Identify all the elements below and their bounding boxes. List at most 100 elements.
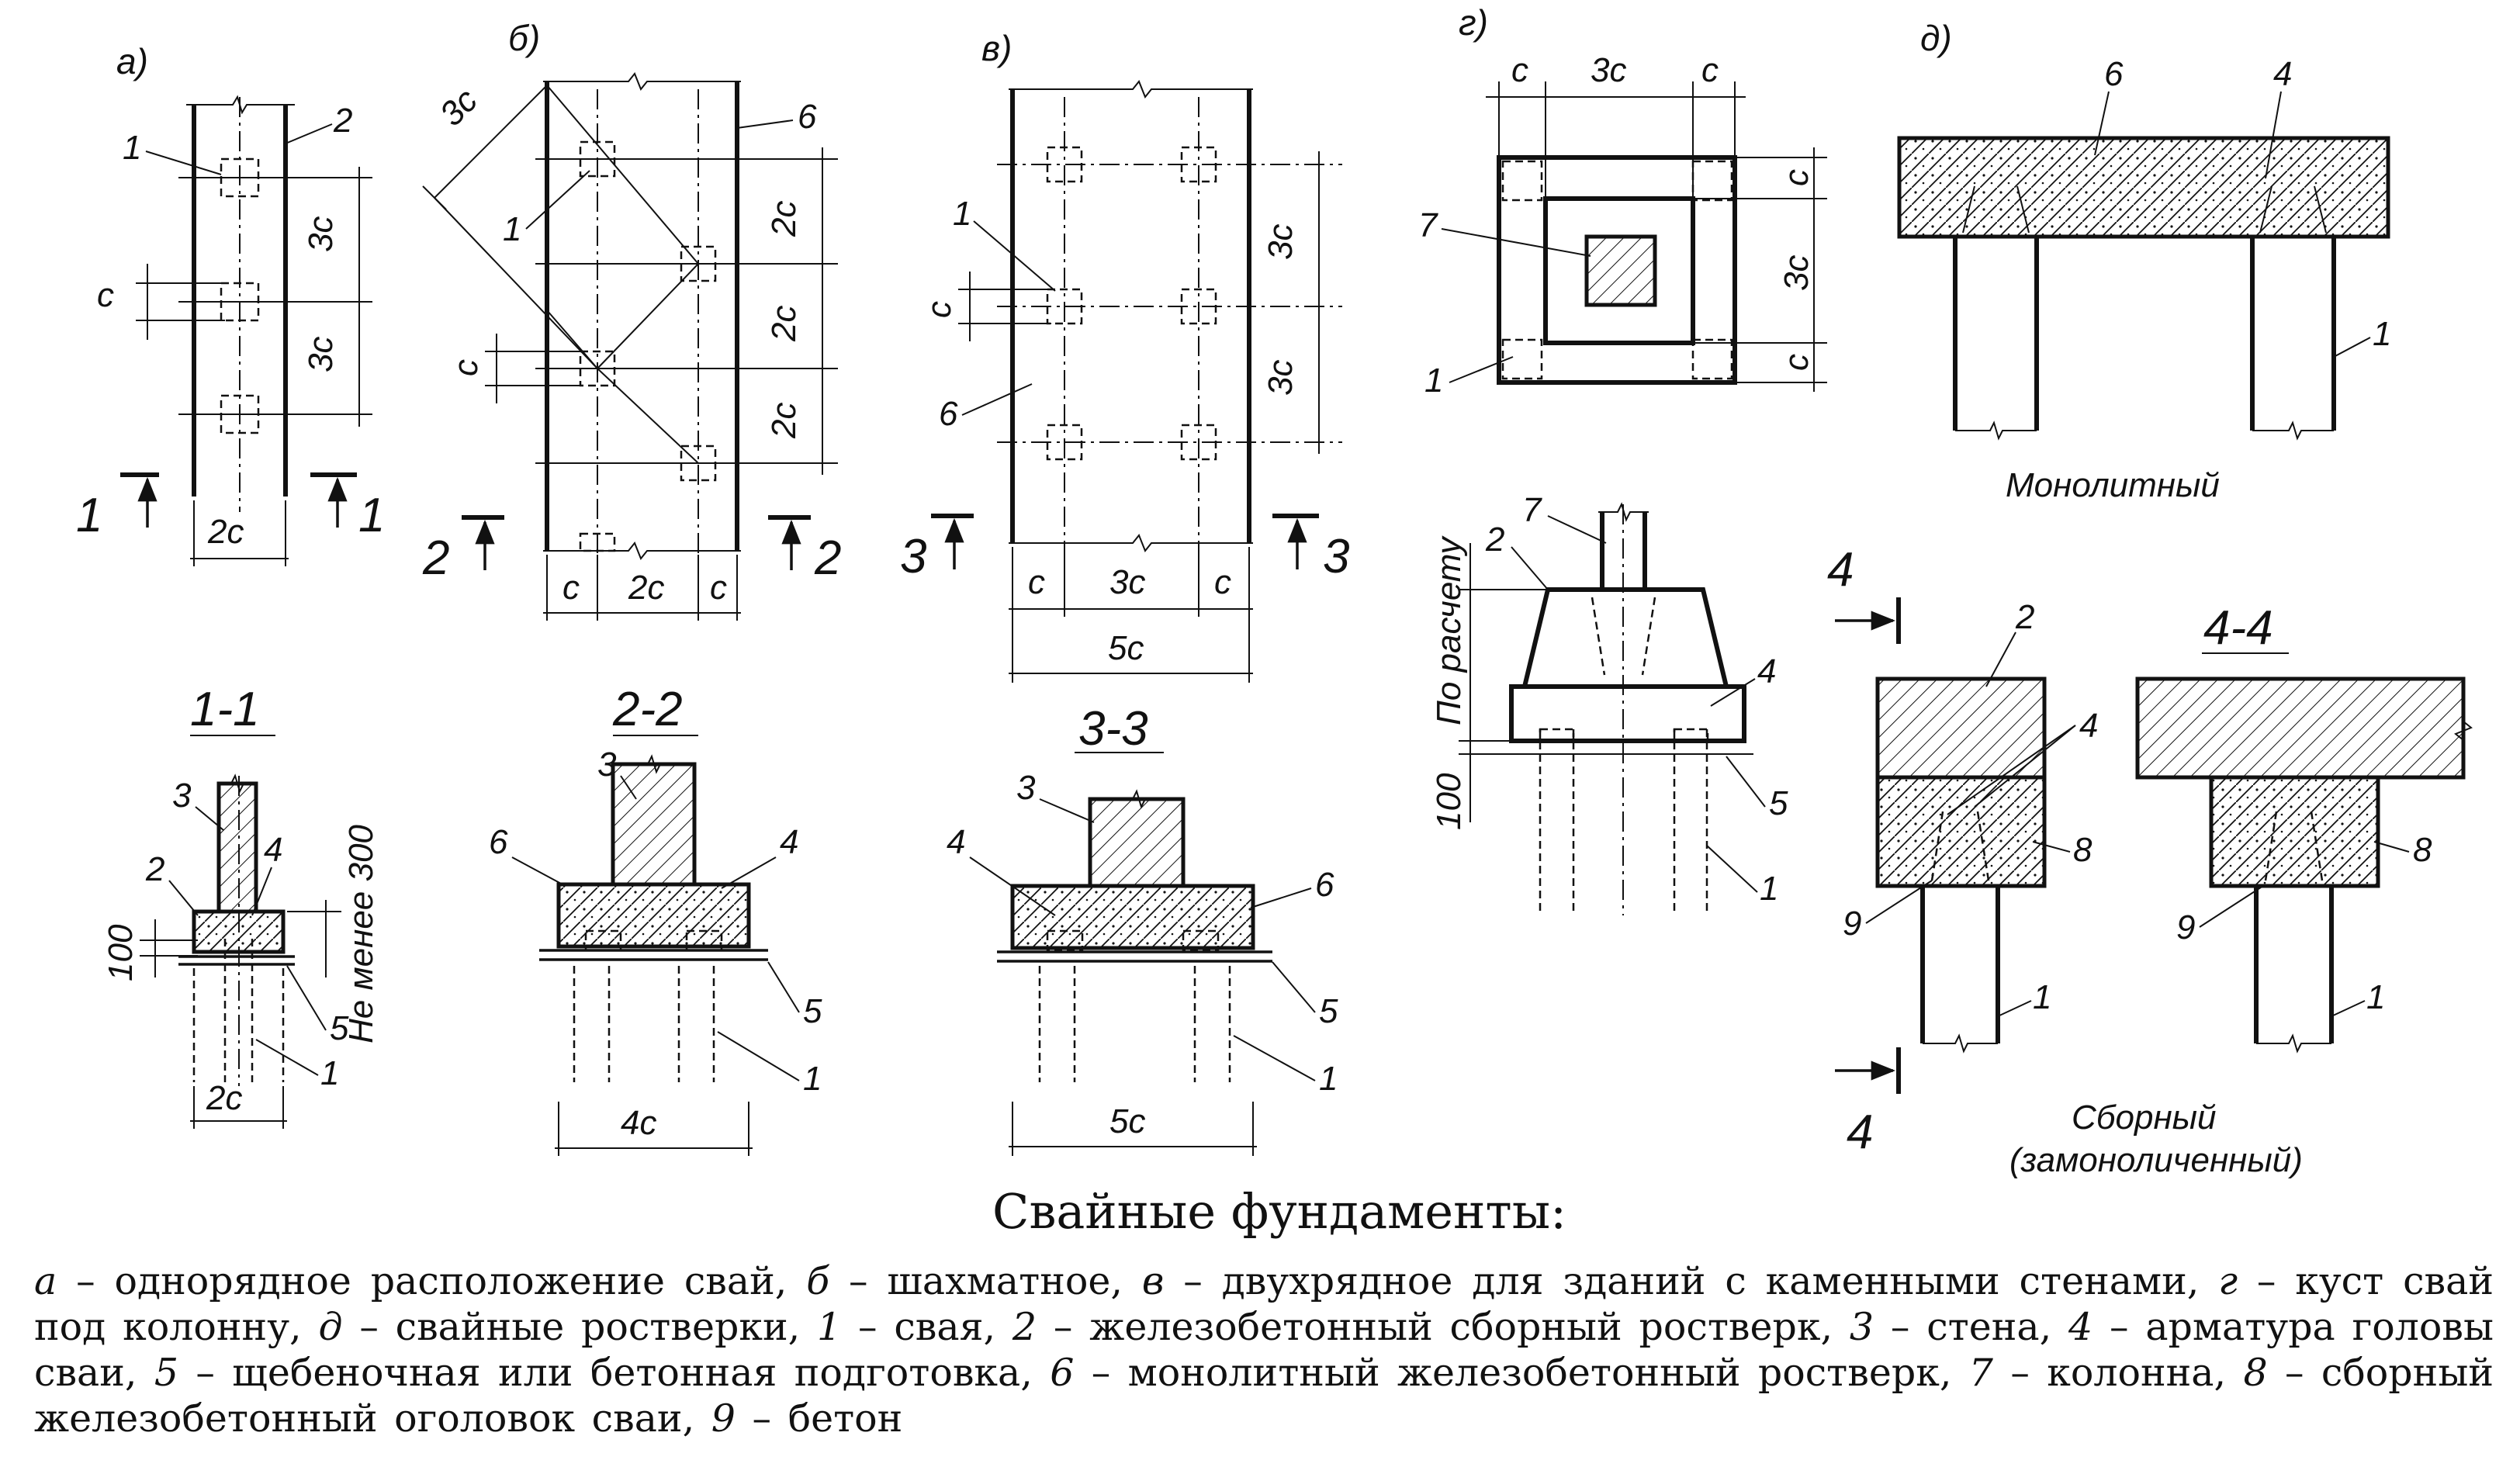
legend-description: – монолитный железобетонный ростверк, <box>1074 1351 1969 1395</box>
legend-description: – бетон <box>735 1396 903 1441</box>
dim-g-100: 100 <box>1430 773 1468 830</box>
dim-b-c-side: c <box>447 359 485 376</box>
mark-d-1: 1 <box>2373 315 2391 353</box>
dim-a-c: c <box>97 276 114 314</box>
mark-22-6: 6 <box>489 823 508 861</box>
legend-description: – однорядное расположение свай, <box>57 1259 807 1303</box>
mark-g-1: 1 <box>1424 362 1443 400</box>
dim-33-5c: 5c <box>1109 1102 1145 1140</box>
dim-v-3c-1: 3c <box>1262 224 1300 260</box>
mark-v-1: 1 <box>953 195 971 233</box>
mark-v-6: 6 <box>939 395 958 433</box>
legend-description: – колонна, <box>1992 1351 2244 1395</box>
section-label-4-4: 4-4 <box>2203 601 2273 655</box>
dim-11-2c: 2c <box>206 1079 242 1117</box>
mark-d-4: 4 <box>2273 55 2292 93</box>
cut-v-3-left: 3 <box>900 530 926 583</box>
legend-key: 5 <box>154 1351 179 1395</box>
section-2-2: 2-2 3 6 4 5 1 4c <box>489 683 822 1156</box>
mark-33-6: 6 <box>1315 866 1334 904</box>
legend-description: – шахматное, <box>829 1259 1142 1303</box>
mark-44-9: 9 <box>2176 908 2195 946</box>
mark-44-1: 1 <box>2366 978 2385 1016</box>
legend-description: – щебеночная или бетонная подготовка, <box>178 1351 1051 1395</box>
dim-b-2c-3: 2c <box>765 403 803 439</box>
legend-key: б <box>806 1259 830 1303</box>
mark-22-1: 1 <box>803 1060 822 1098</box>
dim-g-by-calc: По расчету <box>1430 535 1468 725</box>
dim-v-3c: 3c <box>1109 563 1145 601</box>
legend-description: – сборный железобетонный оголовок сваи, <box>34 1351 2494 1441</box>
mark-dp-4: 4 <box>2079 707 2098 745</box>
mark-a-1: 1 <box>123 129 141 167</box>
pile-foundation-drawing: а) 3c 3c c 1 2 1 1 2c б) <box>76 2 2473 1179</box>
diagram-g-pile-cluster: г) c 3c c c 3c c 7 1 <box>1418 2 1827 400</box>
section-3-3: 3-3 3 4 6 5 1 5c <box>947 702 1338 1156</box>
section-1-1: 1-1 3 2 4 5 1 100 Не менее 300 2c <box>102 683 380 1129</box>
dim-g-c-left: c <box>1511 51 1528 89</box>
mark-33-5: 5 <box>1319 992 1338 1030</box>
mark-dp-9: 9 <box>1843 905 1861 943</box>
cut-v-3-right: 3 <box>1323 530 1349 583</box>
mark-33-3: 3 <box>1016 769 1036 807</box>
diagram-label-b: б) <box>508 18 540 58</box>
dim-11-100: 100 <box>102 924 140 981</box>
legend-description: – свайные ростверки, <box>342 1305 818 1349</box>
dim-v-c-left: c <box>1028 563 1045 601</box>
dim-a-3c-2: 3c <box>302 337 340 372</box>
cut-b-2-right: 2 <box>814 531 841 585</box>
mark-b-1: 1 <box>503 210 521 248</box>
section-label-2-2: 2-2 <box>612 683 683 736</box>
dim-a-3c-1: 3c <box>302 216 340 252</box>
legend-description: – свая, <box>841 1305 1012 1349</box>
mark-ge-2: 2 <box>1485 521 1504 559</box>
diagram-d-monolithic: д) 6 4 1 Монолитный <box>1897 18 2391 504</box>
mark-ge-1: 1 <box>1760 870 1778 908</box>
dim-v-c-right: c <box>1214 563 1231 601</box>
dim-b-2c-1: 2c <box>765 201 803 237</box>
legend-key: 8 <box>2243 1351 2268 1395</box>
legend-key: 9 <box>711 1396 736 1441</box>
dim-b-2c: 2c <box>628 569 664 607</box>
dim-b-c-right: c <box>710 569 727 607</box>
mark-11-5: 5 <box>330 1009 349 1047</box>
dim-g-c-right: c <box>1701 51 1719 89</box>
mark-dp-1: 1 <box>2033 978 2051 1016</box>
dim-g-c-bottom: c <box>1778 354 1816 371</box>
cut-d-4-bottom: 4 <box>1847 1106 1873 1159</box>
mark-dp-8: 8 <box>2073 831 2092 869</box>
legend-key: 6 <box>1050 1351 1075 1395</box>
diagram-g-elevation: По расчету 100 7 2 4 5 1 <box>1430 491 1788 915</box>
legend-key: д <box>318 1305 343 1349</box>
mark-44-8: 8 <box>2413 831 2432 869</box>
mark-11-4: 4 <box>264 831 282 869</box>
legend-description: – арматура головы сваи, <box>34 1305 2494 1395</box>
cut-b-2-left: 2 <box>422 531 449 585</box>
mark-22-3: 3 <box>597 746 617 784</box>
dim-b-3c: 3c <box>432 81 485 134</box>
diagram-label-g: г) <box>1459 2 1488 43</box>
mark-ge-4: 4 <box>1757 652 1776 690</box>
legend-key: 4 <box>2068 1305 2093 1349</box>
legend-description: – двухрядное для зданий с каменными стен… <box>1164 1259 2219 1303</box>
dim-b-2c-2: 2c <box>765 306 803 342</box>
mark-22-5: 5 <box>803 992 822 1030</box>
caption-precast-note: (замоноличенный) <box>2009 1141 2303 1179</box>
legend-key: 3 <box>1849 1305 1874 1349</box>
mark-ge-5: 5 <box>1769 784 1788 822</box>
dim-a-2c: 2c <box>207 513 244 551</box>
mark-33-1: 1 <box>1319 1060 1338 1098</box>
mark-11-2: 2 <box>145 850 164 888</box>
caption-block: Свайные фундаменты: а – однорядное распо… <box>34 1183 2494 1441</box>
dim-b-c-left: c <box>562 569 580 607</box>
figure-title: Свайные фундаменты: <box>992 1183 1566 1240</box>
dim-11-not-less-300: Не менее 300 <box>342 825 380 1043</box>
diagram-label-d: д) <box>1920 18 1952 58</box>
legend-key: в <box>1141 1259 1165 1303</box>
legend-description: – куст свай под колонну, <box>34 1259 2494 1349</box>
cut-a-1-right: 1 <box>358 489 385 542</box>
legend-description: – стена, <box>1874 1305 2069 1349</box>
legend-key: 7 <box>1968 1351 1993 1395</box>
mark-g-7: 7 <box>1418 206 1438 244</box>
